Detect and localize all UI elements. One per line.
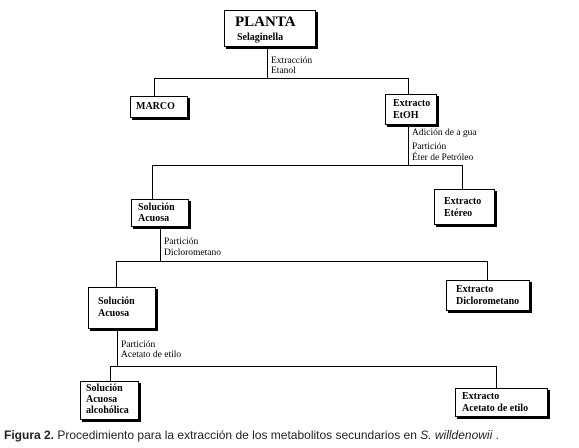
connector-lines	[110, 47, 497, 388]
caption-text: Procedimiento para la extracción de los …	[54, 428, 421, 442]
step-particion-acetato-line2: Acetato de etilo	[121, 350, 182, 360]
step-particion-dicloro-line1: Partición	[164, 237, 199, 247]
node-solucion-alcoholica-line2: Acuosa	[86, 394, 118, 405]
node-extracto-etereo-line1: Extracto	[444, 196, 482, 207]
caption-label: Figura 2.	[4, 428, 55, 442]
node-extracto-etereo-line2: Etéreo	[444, 208, 473, 219]
node-solucion-acuosa-1-line2: Acuosa	[138, 213, 170, 224]
node-planta-title: PLANTA	[235, 14, 296, 30]
node-extracto-diclorometano-line2: Diclorometano	[456, 296, 520, 307]
node-extracto-acetato-line1: Extracto	[462, 391, 500, 402]
extraction-flowchart: PLANTA Selaginella MARCO Extracto EtOH S…	[80, 10, 548, 420]
step-particion-eter-line1: Adición de a gua	[412, 128, 477, 138]
figure-caption: Figura 2. Procedimiento para la extracci…	[4, 428, 576, 442]
node-extracto-etoh-line2: EtOH	[393, 110, 419, 121]
step-particion-eter-line3: Éter de Petróleo	[412, 153, 474, 163]
node-marco: MARCO	[130, 96, 188, 118]
node-solucion-alcoholica-line3: alcohólica	[86, 405, 129, 416]
node-solucion-alcoholica-line1: Solución	[86, 383, 123, 394]
caption-end: .	[492, 428, 499, 442]
node-marco-label: MARCO	[136, 101, 175, 112]
node-extracto-etereo: Extracto Etéreo	[434, 189, 495, 225]
node-planta: PLANTA Selaginella	[224, 10, 316, 47]
node-solucion-acuosa-1: Solución Acuosa	[131, 199, 189, 227]
step-particion-acetato-line1: Partición	[121, 340, 156, 350]
node-extracto-diclorometano-line1: Extracto	[456, 284, 494, 295]
caption-species: S. willdenowii	[420, 428, 493, 442]
node-extracto-acetato-line2: Acetato de etilo	[462, 403, 529, 414]
node-extracto-etoh: Extracto EtOH	[385, 94, 437, 125]
node-solucion-acuosa-2-line2: Acuosa	[98, 308, 130, 319]
step-particion-eter-line2: Partición	[412, 142, 447, 152]
node-extracto-diclorometano: Extracto Diclorometano	[446, 280, 530, 311]
step-particion-dicloro-line2: Diclorometano	[164, 248, 221, 258]
node-extracto-acetato: Extracto Acetato de etilo	[455, 388, 548, 417]
node-extracto-etoh-line1: Extracto	[393, 98, 431, 109]
node-planta-subtitle: Selaginella	[237, 32, 284, 43]
step-extraccion-line1: Extracción	[271, 56, 313, 66]
node-solucion-acuosa-alcoholica: Solución Acuosa alcohólica	[80, 381, 139, 420]
node-solucion-acuosa-2-line1: Solución	[98, 296, 135, 307]
node-solucion-acuosa-1-line1: Solución	[138, 202, 175, 213]
node-solucion-acuosa-2: Solución Acuosa	[88, 287, 156, 329]
step-extraccion-line2: Etanol	[271, 66, 296, 76]
